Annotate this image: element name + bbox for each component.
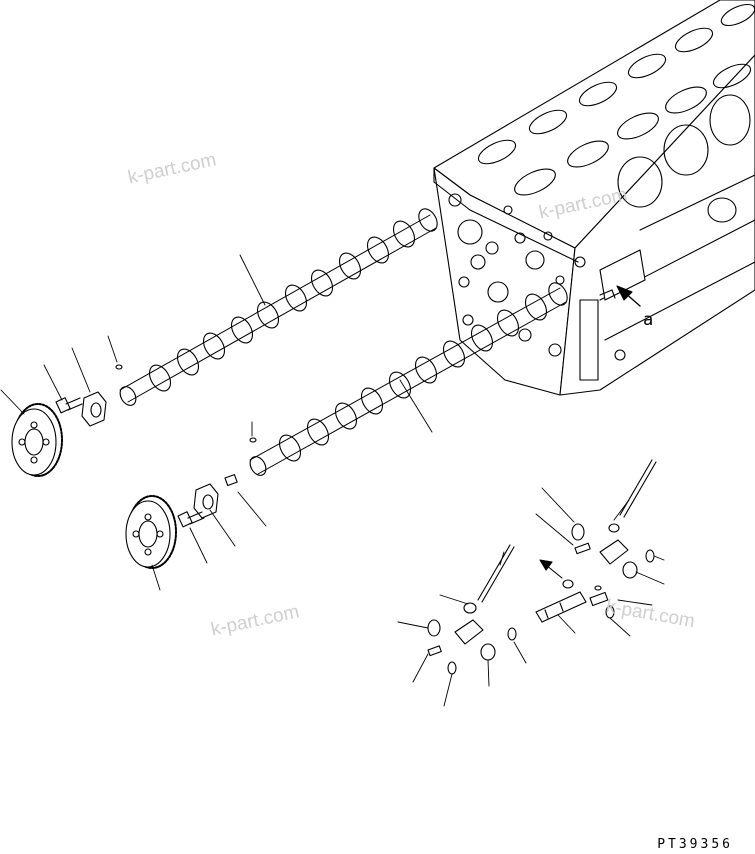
upper-cam-lobes <box>117 206 441 409</box>
upper-camshaft <box>117 206 441 409</box>
follower-assembly-right <box>563 524 654 618</box>
cylinder-bores <box>475 0 755 200</box>
front-face-holes <box>449 194 625 360</box>
thrust-plates <box>82 392 218 518</box>
callout-label-a: a <box>643 310 654 330</box>
upper-cam-gear <box>12 404 62 476</box>
side-bores <box>618 95 750 222</box>
lower-cam-gear <box>126 496 176 568</box>
follower-assembly-left <box>428 603 516 674</box>
leader-lines <box>1 255 664 706</box>
lower-cam-lobes <box>247 280 571 479</box>
part-number: PT39356 <box>657 837 733 852</box>
gear-bolts <box>56 398 204 527</box>
lower-camshaft <box>247 280 571 479</box>
small-keys <box>116 365 256 486</box>
rocker-shaft <box>536 592 586 622</box>
direction-arrow <box>540 560 562 578</box>
push-rods <box>478 460 656 602</box>
callout-arrow-a <box>617 286 640 306</box>
